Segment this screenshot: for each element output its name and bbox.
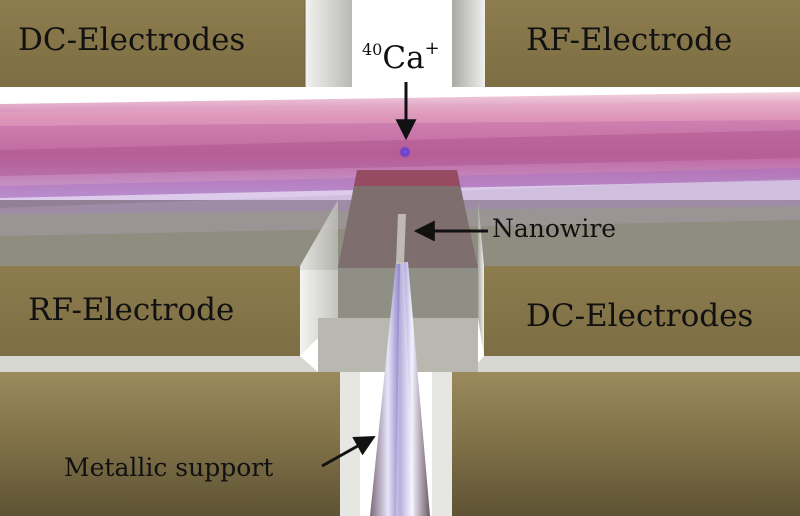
- ion-element: Ca: [382, 40, 425, 76]
- support-arrow: [321, 435, 376, 468]
- top-left-dc-electrode: [0, 0, 352, 87]
- ion-isotope: 40: [362, 39, 383, 59]
- label-metallic-support: Metallic support: [64, 453, 274, 482]
- trapped-ion: [399, 146, 411, 158]
- nanowire: [396, 214, 406, 264]
- label-dc-electrodes-mid: DC-Electrodes: [526, 298, 754, 334]
- middle-right-dc-electrode: [470, 200, 800, 372]
- ion-charge: +: [424, 37, 440, 59]
- top-right-rf-electrode: [452, 0, 800, 87]
- label-nanowire: Nanowire: [492, 214, 617, 243]
- label-rf-electrode-top: RF-Electrode: [526, 22, 733, 58]
- lower-right-electrode: [432, 372, 800, 516]
- label-dc-electrodes-top: DC-Electrodes: [18, 22, 246, 58]
- label-ion: 40Ca+: [362, 37, 440, 76]
- metallic-support: [370, 262, 430, 516]
- middle-left-rf-electrode: [0, 200, 338, 372]
- label-rf-electrode-mid: RF-Electrode: [28, 292, 235, 328]
- lower-left-electrode: [0, 372, 360, 516]
